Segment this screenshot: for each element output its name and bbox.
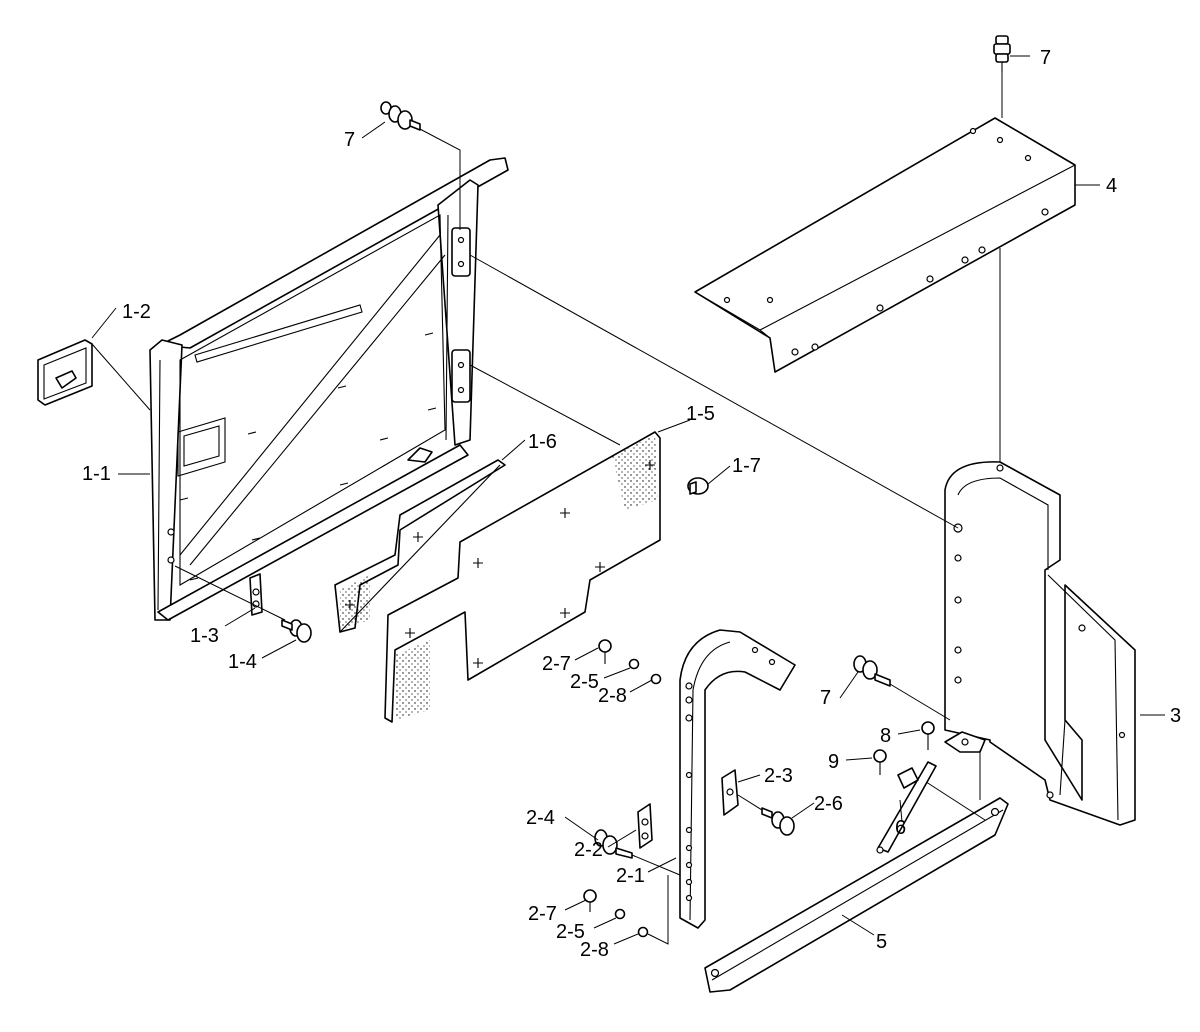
label-1-3: 1-3 — [190, 625, 219, 647]
label-1-1: 1-1 — [82, 463, 111, 485]
label-2-5-upper: 2-5 — [570, 671, 599, 693]
label-2-2: 2-2 — [574, 839, 603, 861]
part-2-5-washer-lower — [614, 908, 626, 920]
leader-hinge-to-1-5 — [469, 364, 621, 446]
part-2-7-screw-upper — [598, 639, 612, 664]
part-1-5-pad — [384, 431, 661, 723]
label-2-7-lower: 2-7 — [528, 903, 557, 925]
label-2-3: 2-3 — [764, 765, 793, 787]
label-6: 6 — [895, 817, 906, 839]
part-5-angle-bar — [704, 750, 1009, 993]
label-5: 5 — [876, 931, 887, 953]
part-6-clamp — [876, 761, 937, 854]
part-3-side-bracket — [944, 461, 1165, 826]
part-1-1-door-frame — [149, 157, 509, 621]
label-1-6: 1-6 — [528, 431, 557, 453]
label-7-right: 7 — [820, 687, 831, 709]
part-2-8-washer-lower — [637, 875, 669, 945]
label-1-4: 1-4 — [228, 651, 257, 673]
leader-1-1-to-3 — [469, 254, 959, 529]
part-2-6-bolt — [761, 807, 795, 836]
label-2-5-lower: 2-5 — [556, 921, 585, 943]
part-1-6-pad — [334, 459, 506, 633]
label-2-7-upper: 2-7 — [542, 653, 571, 675]
part-2-7-screw-lower — [583, 889, 597, 912]
part-1-3-bracket — [249, 573, 263, 616]
leader-7-to-hinge — [417, 127, 461, 230]
part-9-screw — [873, 749, 887, 775]
label-9: 9 — [828, 751, 839, 773]
label-1-7: 1-7 — [732, 455, 761, 477]
part-2-3-bracket — [721, 769, 771, 816]
part-2-4-bolt — [594, 829, 681, 876]
label-leaders — [91, 121, 921, 945]
label-1-5: 1-5 — [686, 403, 715, 425]
label-8: 8 — [880, 725, 891, 747]
label-2-4: 2-4 — [526, 807, 555, 829]
label-3: 3 — [1170, 705, 1181, 727]
part-2-5-washer-upper — [628, 658, 640, 670]
label-7-upper: 7 — [344, 129, 355, 151]
part-labels: 7 7 7 4 3 5 6 8 9 1-1 1-2 1-3 1-4 1-5 1-… — [82, 47, 1181, 961]
part-8-screw — [921, 721, 935, 750]
label-2-1: 2-1 — [616, 865, 645, 887]
part-7-bolt-upper — [380, 101, 421, 131]
label-4: 4 — [1106, 175, 1117, 197]
part-7-bolt-right — [853, 655, 951, 721]
part-4-top-bracket — [694, 117, 1100, 373]
label-2-8-upper: 2-8 — [598, 685, 627, 707]
part-2-2-bracket — [637, 803, 653, 849]
part-2-8-washer-upper — [650, 673, 662, 685]
label-1-2: 1-2 — [122, 301, 151, 323]
part-7-bolt-top — [993, 35, 1030, 118]
part-2-1-channel — [679, 629, 796, 929]
part-1-7-knob — [687, 477, 709, 495]
label-2-6: 2-6 — [814, 793, 843, 815]
label-2-8-lower: 2-8 — [580, 939, 609, 961]
part-1-4-bolt — [174, 565, 312, 643]
part-1-2-latch — [37, 339, 151, 411]
label-7-top: 7 — [1040, 47, 1051, 69]
